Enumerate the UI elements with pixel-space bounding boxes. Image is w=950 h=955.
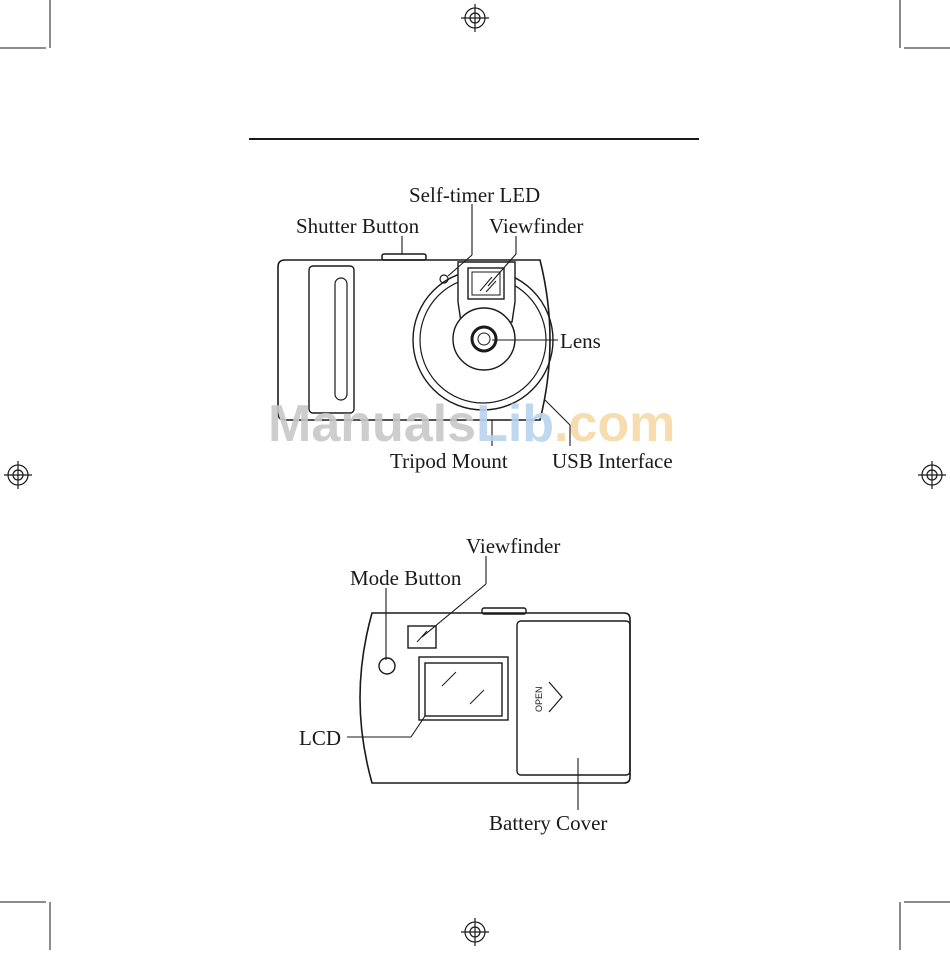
lcd-screen (425, 663, 502, 716)
camera-back-view: OPEN (360, 608, 630, 783)
registration-mark-icon (461, 4, 489, 32)
mode-button-shape (379, 658, 395, 674)
label-mode-button: Mode Button (350, 566, 462, 590)
lens-barrel (453, 308, 515, 370)
watermark-part-2: Lib (476, 395, 554, 453)
label-self-timer-led: Self-timer LED (409, 183, 540, 207)
watermark-part-3: .com (554, 395, 675, 453)
label-lens: Lens (560, 329, 601, 353)
shutter-button-shape (382, 254, 426, 260)
registration-mark-icon (461, 918, 489, 946)
battery-cover-open-text: OPEN (534, 686, 544, 712)
label-viewfinder-front: Viewfinder (489, 214, 583, 238)
open-arrow-icon (549, 682, 562, 712)
lcd-frame (419, 657, 508, 720)
camera-back-body (360, 613, 630, 783)
watermark: ManualsLib.com (268, 395, 675, 453)
grip-slot (335, 278, 347, 400)
label-shutter-button: Shutter Button (296, 214, 420, 238)
registration-mark-icon (4, 461, 32, 489)
registration-mark-icon (918, 461, 946, 489)
watermark-part-1: Manuals (268, 395, 476, 453)
back-leader-lines (347, 556, 578, 810)
label-lcd: LCD (299, 726, 341, 750)
label-viewfinder-back: Viewfinder (466, 534, 560, 558)
label-battery-cover: Battery Cover (489, 811, 607, 835)
